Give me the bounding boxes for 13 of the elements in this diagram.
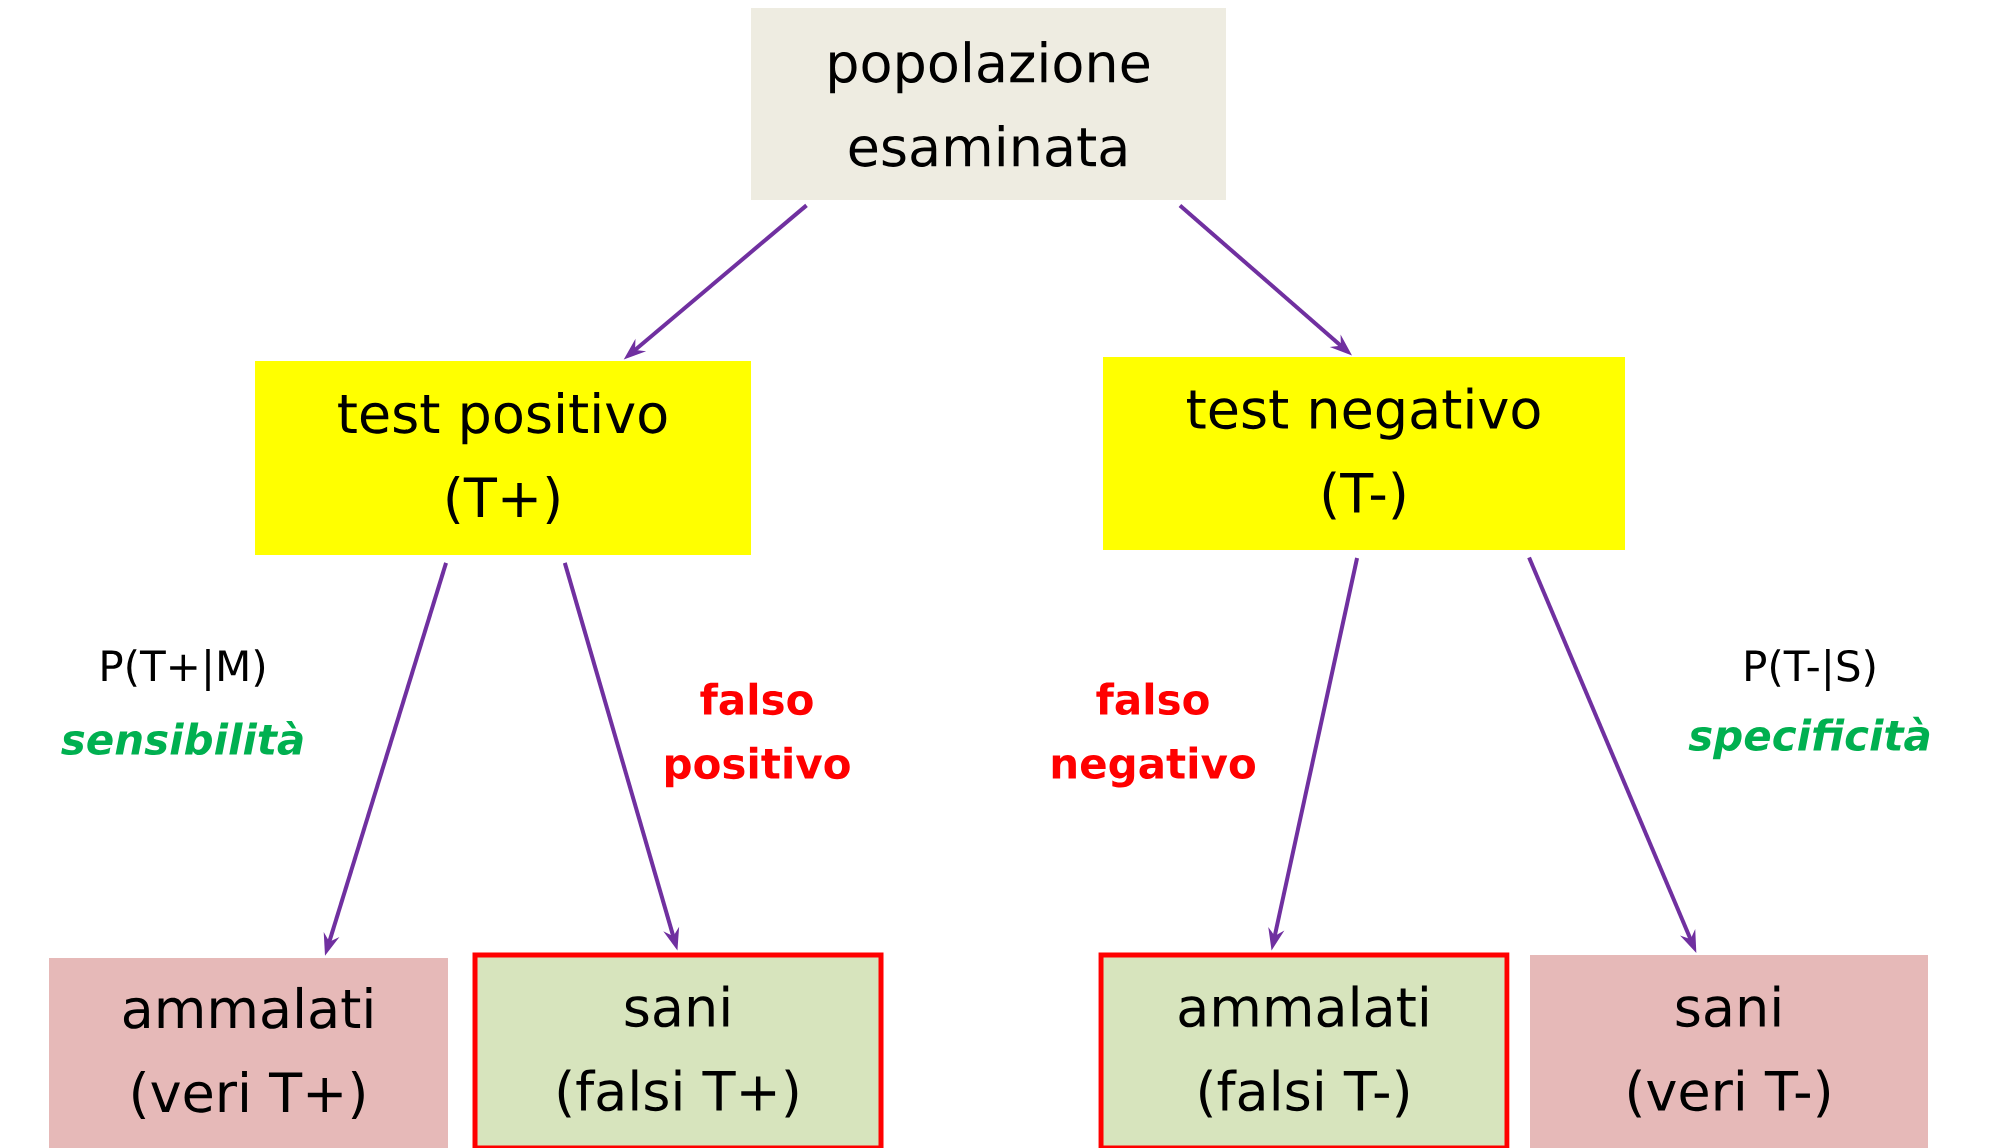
- box: ammalati (veri T+): [49, 958, 448, 1148]
- box: sani (falsi T+): [472, 952, 884, 1148]
- measure-label: sensibilità: [61, 720, 303, 756]
- box: sani (veri T-): [1530, 955, 1928, 1148]
- formula-label: P(T-|S): [1746, 649, 1875, 691]
- measure-label: specificità: [1688, 716, 1930, 760]
- box: test negativo (T-): [1103, 357, 1625, 550]
- box: popolazione esaminata: [751, 8, 1226, 200]
- error-label: falso negativo: [1052, 682, 1255, 788]
- error-label: falso positivo: [666, 682, 850, 788]
- box: ammalati (falsi T-): [1098, 952, 1510, 1148]
- box: test positivo (T+): [255, 361, 751, 555]
- formula-label: P(T+|M): [102, 649, 265, 691]
